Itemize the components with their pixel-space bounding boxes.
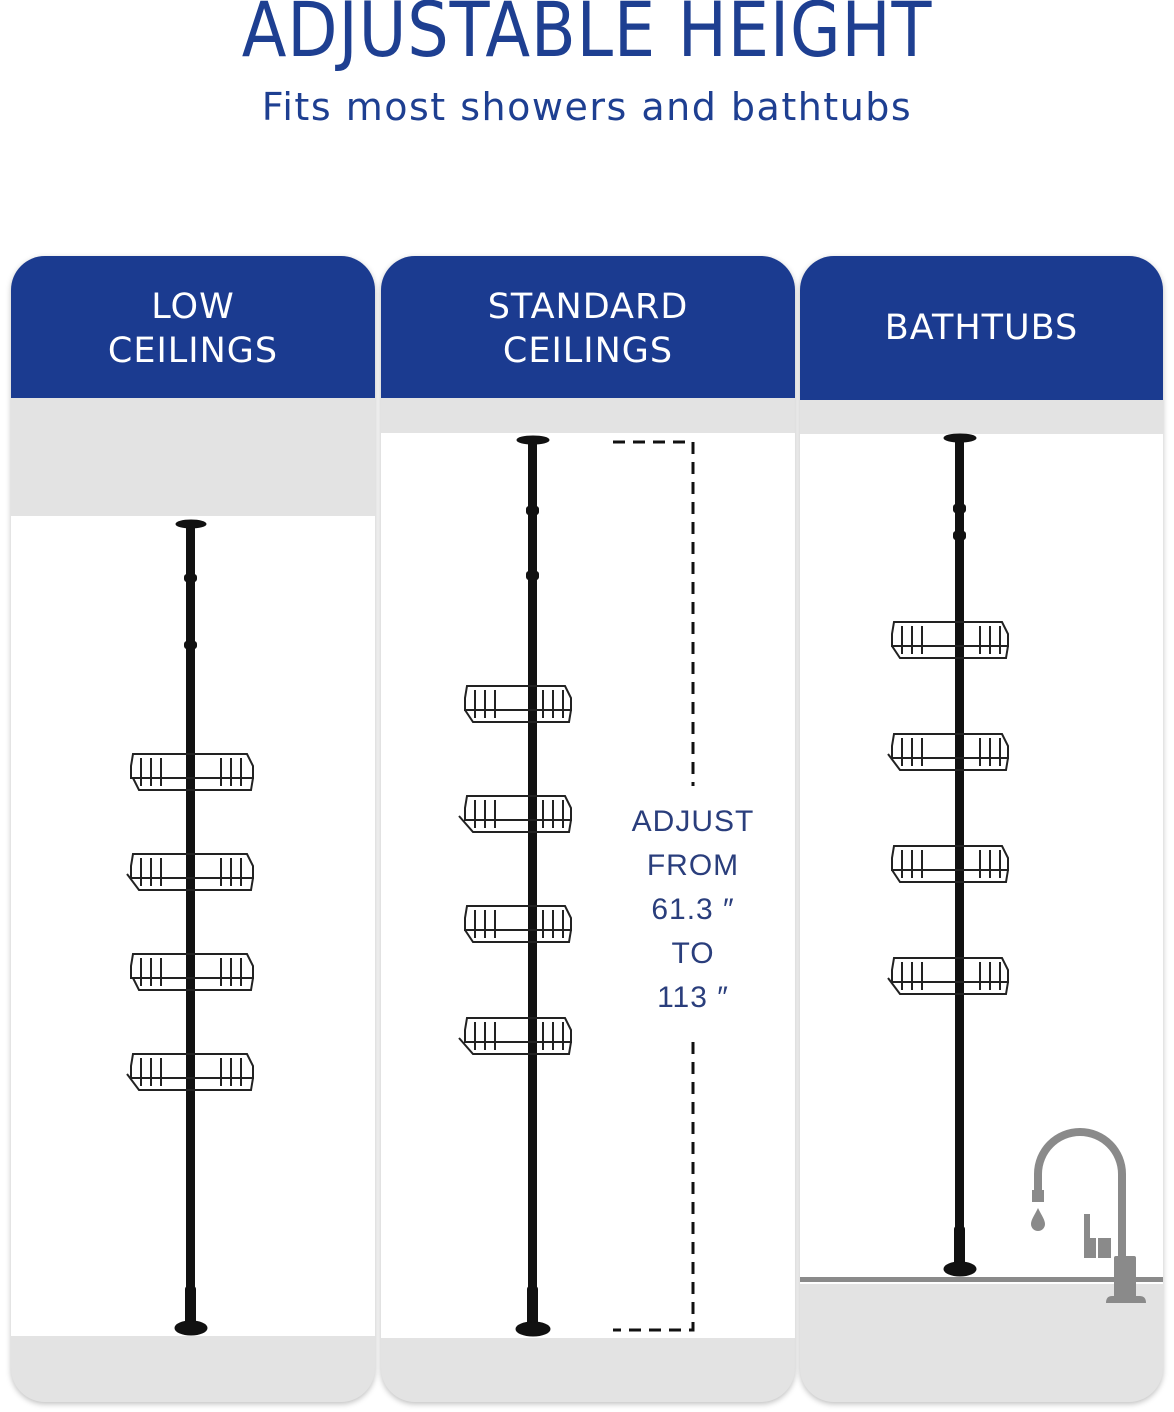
measurement-line1: ADJUST	[631, 805, 755, 838]
tension-pole-caddy-icon	[126, 519, 254, 1336]
measurement-line3: 61.3 ″	[651, 893, 735, 926]
card-title-line2: CEILINGS	[107, 331, 279, 371]
measurement-line5: 113 ″	[657, 981, 729, 1014]
measurement-bracket	[613, 440, 695, 1332]
page-title: ADJUSTABLE HEIGHT	[241, 0, 933, 74]
faucet-icon	[1031, 1128, 1146, 1303]
card-title-line2: CEILINGS	[502, 331, 674, 371]
card-header: LOW CEILINGS	[11, 256, 375, 398]
card-title-line1: STANDARD	[487, 287, 689, 327]
card-header: STANDARD CEILINGS	[381, 256, 795, 398]
tension-pole-caddy-icon	[887, 433, 1146, 1303]
measurement-line2: FROM	[646, 849, 740, 882]
card-standard-ceilings: STANDARD CEILINGS	[381, 256, 795, 1402]
tension-pole-caddy-icon	[458, 435, 695, 1337]
card-low-ceilings: LOW CEILINGS	[11, 256, 375, 1402]
card-title-line1: LOW	[151, 287, 235, 327]
card-bathtubs: BATHTUBS	[800, 256, 1163, 1402]
card-header: BATHTUBS	[800, 256, 1163, 400]
measurement-label: ADJUST FROM 61.3 ″ TO 113 ″	[617, 800, 769, 1020]
bathtub-floor-line	[800, 1277, 1163, 1282]
card-title: BATHTUBS	[884, 308, 1079, 348]
page-subtitle: Fits most showers and bathtubs	[261, 85, 913, 129]
measurement-line4: TO	[671, 937, 715, 970]
